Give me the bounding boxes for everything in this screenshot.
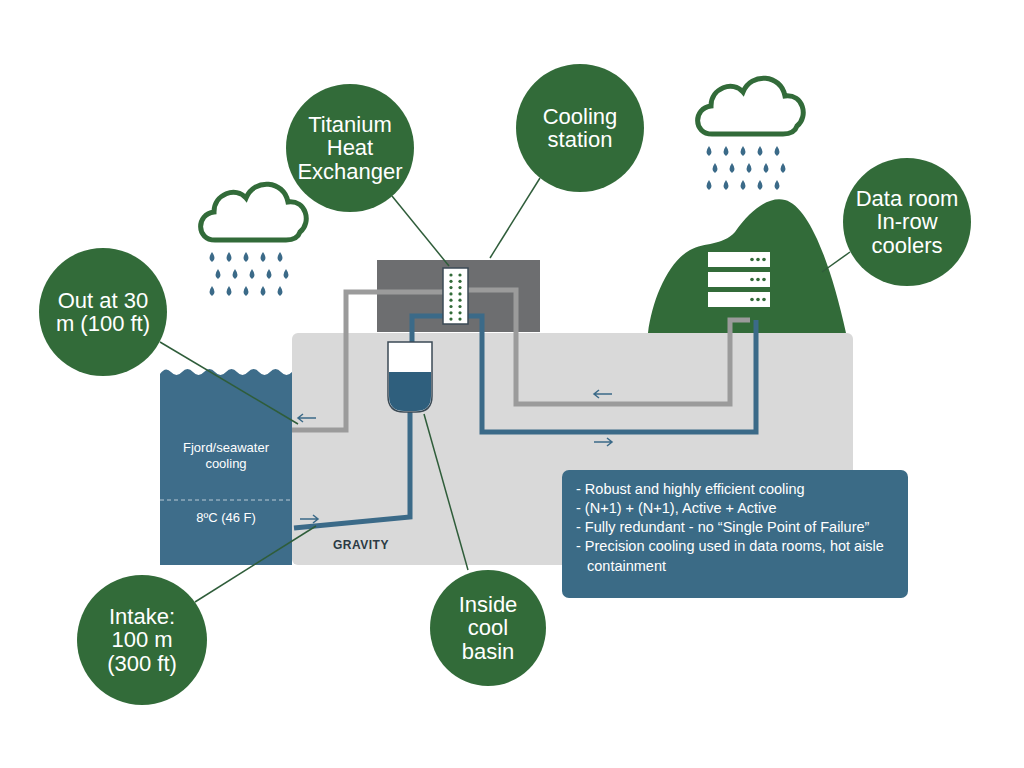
circle-fill [39,248,167,376]
callout-circle: Titanium Heat Exchanger [286,84,414,212]
heat-exchanger-dots [449,273,461,320]
rain-drop [730,163,735,173]
flow-label: GRAVITY [333,538,389,552]
exchanger-dot [449,292,452,295]
fjord-text: 8ºC (46 F) [164,510,288,526]
circle-text-wrap: Inside cool basin [430,570,546,686]
rain-drop [724,180,729,190]
rain-drop [261,286,266,296]
rain-drop [775,180,780,190]
exchanger-dot [449,299,452,302]
bullet-text: - (N+1) + (N+1), Active + Active [576,499,896,518]
exchanger-dot [458,286,461,289]
rain-drop [284,269,289,279]
exchanger-dot [458,318,461,321]
leader-line [822,252,850,272]
basin-water [389,372,431,411]
rain-drop [261,252,266,262]
fjord-water [160,369,292,565]
exchanger-dot [458,311,461,314]
fjord-panel: Fjord/seawater cooling 8ºC (46 F) [160,366,292,565]
rain-drop [227,286,232,296]
rain-drop [775,146,780,156]
circle-fill [286,84,414,212]
rain-drop [210,252,215,262]
leader-line [160,342,298,424]
exchanger-dot [449,311,452,314]
rain-drop [707,180,712,190]
circle-fill [516,64,644,192]
exchanger-dot [458,273,461,276]
cool-basin [388,342,432,412]
rain-drop [741,180,746,190]
callout-circle: Intake: 100 m (300 ft) [77,575,207,705]
callout-text: Titanium Heat Exchanger [294,113,406,183]
rain-drop [244,252,249,262]
rain-drop [244,286,249,296]
rain-clouds [201,78,804,240]
callout-circle: Inside cool basin [430,570,546,686]
bullet-text: - Precision cooling used in data rooms, … [576,537,896,575]
leader-line [392,196,449,266]
callout-circle: Data room In-row coolers [843,158,971,286]
info-box: - Robust and highly efficient cooling- (… [562,470,908,598]
rain-drop [210,286,215,296]
outlet-pipe [292,292,445,430]
circle-text-wrap: Cooling station [516,64,644,192]
exchanger-dot [449,305,452,308]
circle-fill [77,575,207,705]
water-level-line [160,500,292,501]
leader-line [490,178,540,258]
exchanger-dot [458,299,461,302]
circle-fill [843,158,971,286]
rain-drop [233,269,238,279]
bullet-text: - Fully redundant - no “Single Point of … [576,518,896,537]
rain-drop [724,146,729,156]
rain-drop [216,269,221,279]
rain-drop [267,269,272,279]
callout-text: Inside cool basin [448,593,528,663]
callout-circle: Out at 30 m (100 ft) [39,248,167,376]
rain-drop [227,252,232,262]
server-icon [708,252,770,307]
circle-text-wrap: Out at 30 m (100 ft) [39,248,167,376]
callout-circle: Cooling station [516,64,644,192]
heat-exchanger [443,268,468,324]
fjord-text: Fjord/seawater cooling [164,440,288,471]
exchanger-dot [449,273,452,276]
rain-drop [278,252,283,262]
exchanger-dot [449,318,452,321]
rain-drop [278,286,283,296]
exchanger-dot [449,280,452,283]
circle-text-wrap: Data room In-row coolers [843,158,971,286]
callout-text: Data room In-row coolers [852,187,962,257]
hill [648,199,846,333]
callout-text: Cooling station [526,105,634,152]
bullet-text: - Robust and highly efficient cooling [576,480,896,499]
rain-drop [764,163,769,173]
circle-fill [430,570,546,686]
circle-text-wrap: Titanium Heat Exchanger [286,84,414,212]
exchanger-dot [458,292,461,295]
rain-drop [758,146,763,156]
rain-drop [781,163,786,173]
rain-drop [707,146,712,156]
rain-drop [250,269,255,279]
rain-drop [713,163,718,173]
exchanger-dot [449,286,452,289]
leader-line [424,414,468,570]
rain-drop [758,180,763,190]
callout-text: Intake: 100 m (300 ft) [90,605,194,675]
callout-text: Out at 30 m (100 ft) [53,289,153,336]
rain-drop [747,163,752,173]
exchanger-dot [458,305,461,308]
leader-line [195,526,316,602]
circle-text-wrap: Intake: 100 m (300 ft) [77,575,207,705]
rain-drop [741,146,746,156]
supply-pipe [468,316,756,432]
intake-pipe [294,408,410,528]
exchanger-dot [458,280,461,283]
return-pipe [468,290,750,404]
